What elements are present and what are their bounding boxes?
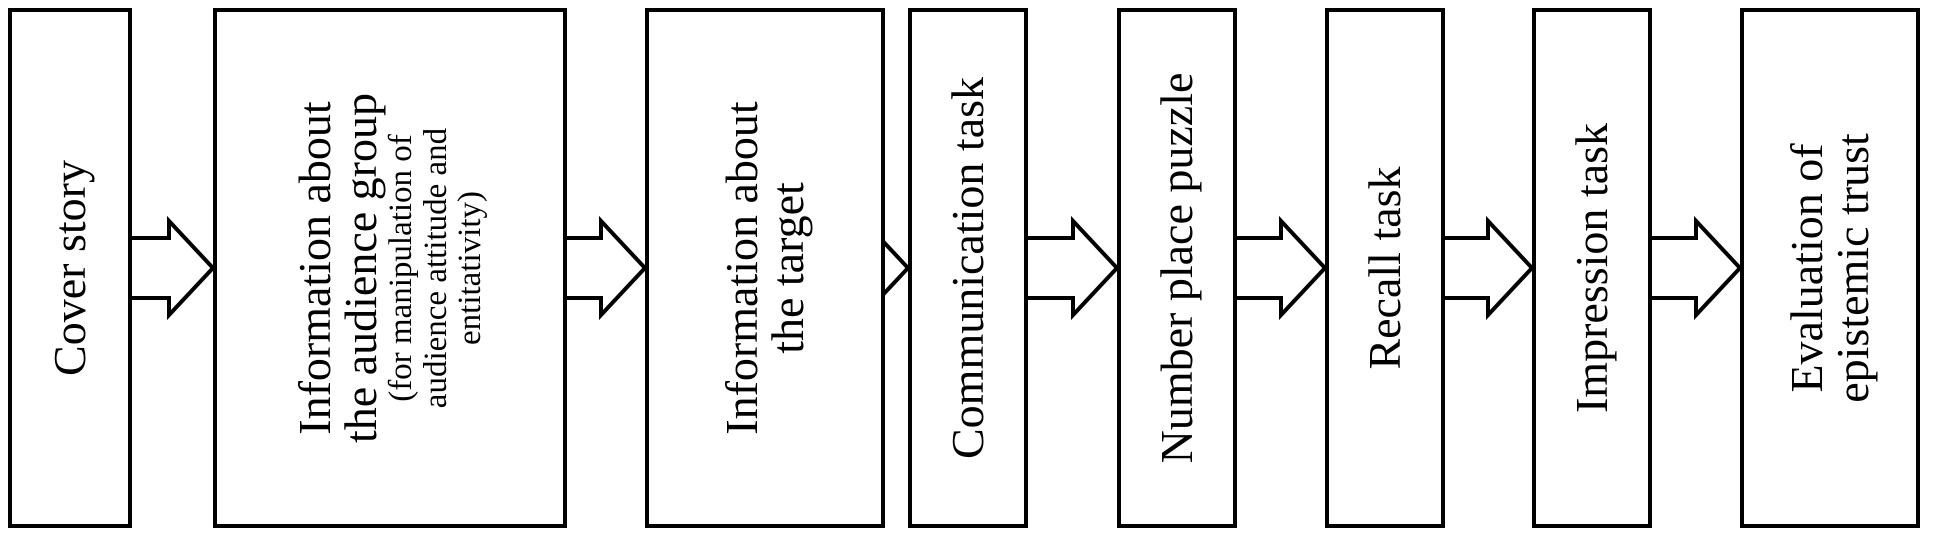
step-label-line: Communication task [942,76,993,460]
step-label-line: the target [762,182,813,354]
step-label-line: Number place puzzle [1151,72,1202,464]
step-label-line: Evaluation of [1781,143,1832,393]
step-label-line: Information about [716,101,767,435]
step-sublabel-line: audience attitude and [417,127,454,409]
step-sublabel-line: (for manipulation of [383,134,420,402]
flow-arrow-icon [1018,215,1120,321]
step-box-impression-task: Impression task [1532,8,1652,528]
step-label-line: epistemic trust [1827,133,1878,403]
flow-arrow-icon [1227,215,1328,321]
step-box-number-place-puzzle: Number place puzzle [1117,8,1237,528]
step-label-line: Cover story [44,160,95,376]
step-box-target-info: Information about the target [645,8,885,528]
step-label-line: the audience group [335,93,387,443]
step-sublabel-line: entitativity) [452,191,489,345]
step-label-line: Impression task [1566,122,1617,414]
flow-arrow-icon [122,215,216,321]
step-box-recall-task: Recall task [1325,8,1445,528]
step-box-communication-task: Communication task [908,8,1028,528]
flow-arrow-icon [1642,215,1743,321]
step-box-audience-info: Information about the audience group (fo… [213,8,567,528]
flow-arrow-icon [557,215,648,321]
step-label-line: Information about [289,101,341,435]
step-box-cover-story: Cover story [8,8,132,528]
flow-arrow-icon [1435,215,1535,321]
step-label-line: Recall task [1359,166,1410,370]
step-box-epistemic-trust: Evaluation of epistemic trust [1740,8,1920,528]
